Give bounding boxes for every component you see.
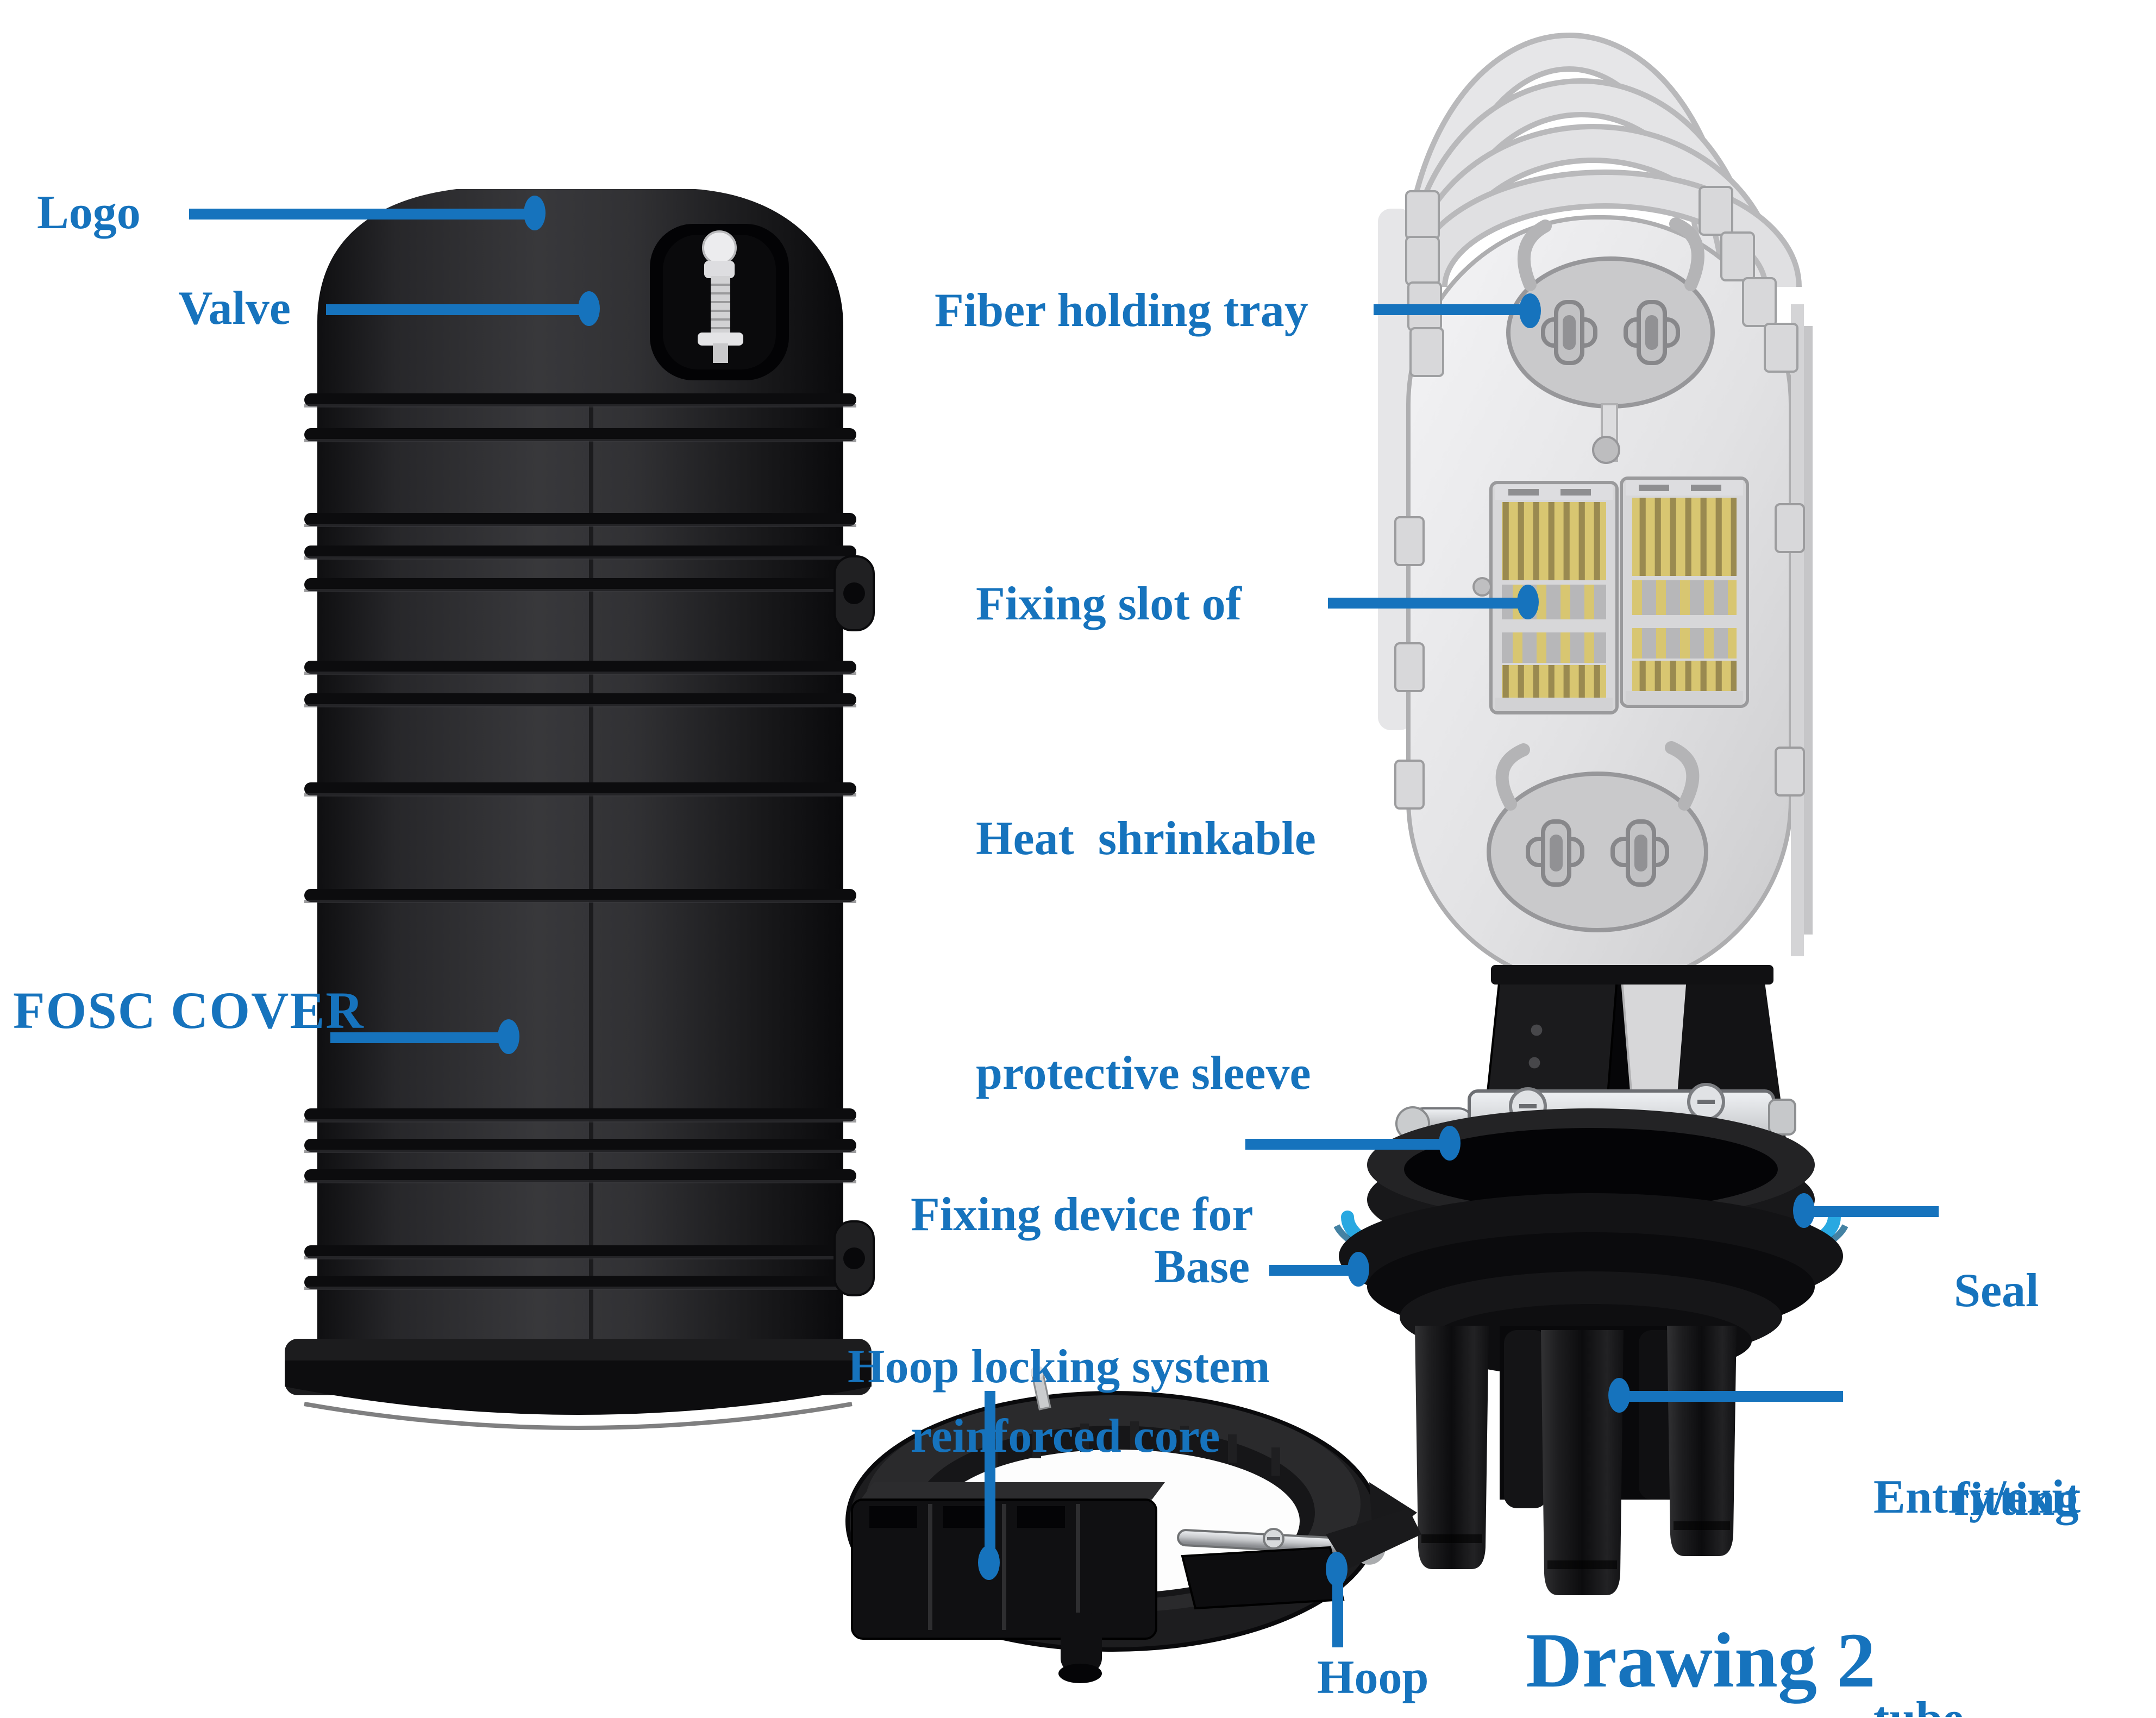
label-fixing-device: Fixing device for reinforced core: [911, 1030, 1254, 1621]
label-fixing-slot-line1: Fixing slot of: [976, 576, 1242, 630]
leader-fixing-slot-line: [1328, 598, 1532, 609]
hoop-illustration: [845, 1365, 1421, 1683]
label-hoop: Hoop: [1317, 1650, 1429, 1704]
label-entry-exit-line1: Entry/exit: [1873, 1469, 2081, 1523]
label-seal-fitting-line1: Seal: [1954, 1263, 2039, 1317]
label-seal-fitting-line2: fitting: [1954, 1471, 2079, 1526]
leader-base-dot: [1348, 1252, 1369, 1287]
tray-bottom-routing-feature: [1487, 741, 1708, 932]
hoop-foot: [1058, 1613, 1102, 1683]
leader-hoop-locking-dot: [978, 1545, 1000, 1580]
label-hoop-locking-system: Hoop locking system: [848, 1339, 1270, 1393]
entry-exit-tubes: [1415, 1326, 1737, 1595]
label-seal-fitting: Seal fitting: [1954, 1117, 2079, 1673]
leader-fixing-device-line: [1245, 1139, 1456, 1150]
leader-hoop-dot: [1326, 1552, 1348, 1587]
leader-logo-line: [189, 209, 535, 220]
leader-valve-line: [326, 304, 591, 315]
leader-fiber-tray-line: [1374, 304, 1530, 315]
leader-fosc-cover-dot: [498, 1019, 519, 1054]
label-entry-exit-line2: tube: [1873, 1682, 2080, 1717]
tray-side-clips: [1394, 503, 1805, 810]
tray-stack-arches: [1402, 33, 1802, 288]
hoop-top-pin: [1030, 1365, 1051, 1410]
label-entry-exit-tube: Entry/exit tube: [1873, 1313, 2080, 1717]
label-fixing-slot: Fixing slot of Heat shrinkable protectiv…: [976, 409, 1316, 1269]
tray-stack-clips: [1405, 186, 1798, 377]
leader-fosc-cover-line: [330, 1032, 517, 1043]
leader-hoop-locking-line: [985, 1391, 995, 1565]
fosc-cover-illustration: [285, 189, 875, 1430]
label-fiber-holding-tray: Fiber holding tray: [935, 283, 1308, 337]
tray-assembly-illustration: [1333, 33, 1848, 1595]
leader-hoop-line: [1332, 1578, 1343, 1647]
label-fixing-slot-line2: Heat shrinkable: [976, 811, 1316, 865]
leader-entry-exit-dot: [1608, 1378, 1630, 1413]
cover-flange: [285, 1339, 872, 1430]
cover-lug-lower: [833, 1220, 875, 1296]
label-valve: Valve: [178, 280, 291, 335]
cover-ribs: [304, 393, 856, 1290]
leader-fiber-tray-dot: [1519, 293, 1541, 328]
hoop-locking-block: [851, 1482, 1165, 1640]
splice-holder-left: [1489, 481, 1619, 714]
leader-valve-dot: [578, 291, 600, 326]
leader-fixing-device-dot: [1439, 1126, 1461, 1161]
leader-fixing-slot-dot: [1517, 585, 1539, 619]
label-fosc-cover: FOSC COVER: [13, 985, 365, 1041]
leader-seal-fitting-line: [1810, 1206, 1939, 1217]
splice-holder-right: [1620, 476, 1749, 708]
cover-lug-upper: [833, 555, 875, 631]
label-logo: Logo: [37, 185, 141, 239]
base-illustration: [1333, 1108, 1848, 1378]
label-fixing-device-line2: reinforced core: [911, 1408, 1220, 1463]
valve-illustration: [698, 230, 743, 363]
drawing-title: Drawing 2: [1526, 1617, 1876, 1704]
label-fixing-device-line1: Fixing device for: [911, 1187, 1254, 1241]
tray-top-routing-feature: [1506, 217, 1715, 409]
leader-seal-fitting-dot: [1793, 1193, 1815, 1228]
leader-base-line: [1269, 1265, 1365, 1276]
leader-logo-dot: [524, 196, 546, 230]
label-fixing-slot-line3: protective sleeve: [976, 1045, 1311, 1100]
hoop-latch-pin: [1177, 1508, 1421, 1610]
leader-entry-exit-line: [1628, 1391, 1843, 1402]
label-base: Base: [1154, 1239, 1250, 1293]
